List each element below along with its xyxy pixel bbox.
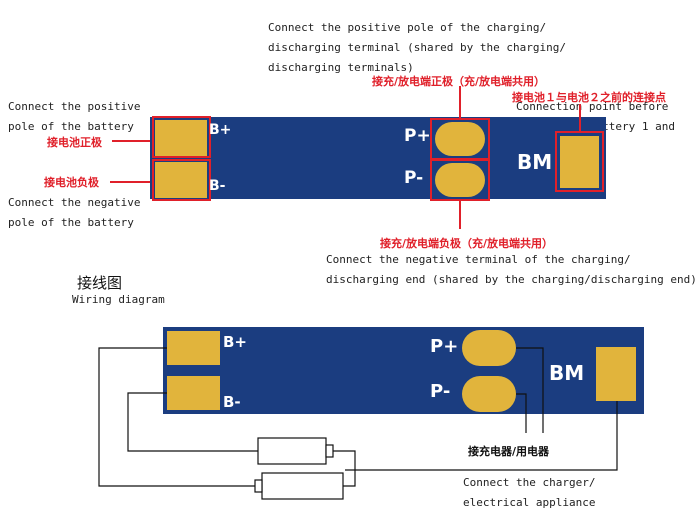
bm-leader-line: [579, 104, 581, 131]
p-minus-note-en: Connect the negative terminal of the cha…: [326, 250, 695, 290]
top-bm-highlight: [555, 131, 604, 192]
top-b-plus-label: B+: [209, 122, 232, 138]
top-bm-pad: [560, 136, 599, 188]
wiring-b-plus-pad: [167, 331, 220, 365]
charger-note-en-line: electrical appliance: [463, 496, 596, 509]
top-b-minus-label: B-: [209, 178, 226, 194]
wire-p-plus: [516, 347, 544, 433]
wire-bm: [345, 401, 618, 471]
wiring-title-en: Wiring diagram: [72, 293, 165, 306]
p-minus-leader-line: [459, 201, 461, 229]
top-p-minus-pad: [435, 163, 485, 197]
wiring-bm-pad: [596, 347, 636, 401]
wiring-p-minus-pad: [462, 376, 516, 412]
top-p-minus-highlight: [430, 159, 490, 201]
charger-note-en: Connect the charger/ electrical applianc…: [463, 473, 595, 513]
charger-note-cn: 接充电器/用电器: [468, 445, 550, 458]
wire-b-minus: [127, 392, 258, 452]
bm-note-en-line: Connection point before: [516, 100, 669, 113]
wiring-p-minus-label: P-: [430, 381, 451, 402]
p-plus-note-en-line: Connect the positive pole of the chargin…: [268, 21, 547, 34]
p-plus-note-en-line: discharging terminal (shared by the char…: [268, 41, 567, 54]
bm-note-cn: 接电池１与电池２之前的连接点: [512, 91, 666, 104]
top-p-plus-pad: [435, 122, 485, 156]
top-pcb-board: [150, 117, 606, 199]
wiring-p-plus-label: P+: [430, 336, 459, 357]
top-b-plus-pad: [155, 120, 207, 156]
wire-mid-series: [326, 450, 356, 487]
b-plus-note-en-line: pole of the battery: [8, 120, 134, 133]
top-p-minus-label: P-: [404, 168, 424, 188]
p-minus-note-cn: 接充/放电端负极（充/放电端共用）: [380, 237, 554, 250]
top-p-plus-label: P+: [404, 126, 431, 146]
b-minus-note-en-line: pole of the battery: [8, 216, 134, 229]
wiring-title-cn: 接线图: [77, 274, 123, 292]
wire-b-plus: [98, 347, 262, 487]
top-b-minus-pad: [155, 162, 207, 198]
top-b-plus-highlight: [152, 116, 211, 158]
b-minus-leader-line: [110, 181, 152, 183]
top-bm-label: BM: [517, 150, 553, 174]
wiring-pcb-board: [163, 327, 644, 414]
p-plus-leader-line: [459, 86, 461, 118]
wire-p-minus: [516, 393, 527, 433]
b-minus-note-en-line: Connect the negative: [8, 196, 141, 209]
battery-cell-1: [257, 437, 327, 465]
battery-cell-2-cap: [254, 479, 263, 493]
p-minus-note-en-line: Connect the negative terminal of the cha…: [326, 253, 631, 266]
wiring-b-minus-label: B-: [223, 393, 241, 411]
p-plus-note-en-line: discharging terminals): [268, 61, 414, 74]
b-plus-leader-line: [112, 140, 152, 142]
battery-cell-1-cap: [325, 444, 334, 458]
wiring-b-plus-label: B+: [223, 333, 248, 351]
p-plus-note-cn: 接充/放电端正极（充/放电端共用）: [372, 75, 546, 88]
battery-cell-2: [261, 472, 344, 500]
b-plus-note-en: Connect the positive pole of the battery: [8, 97, 140, 137]
wiring-b-minus-pad: [167, 376, 220, 410]
charger-note-en-line: Connect the charger/: [463, 476, 596, 489]
top-b-minus-highlight: [152, 159, 211, 201]
b-plus-note-cn: 接电池正极: [47, 136, 102, 149]
wiring-p-plus-pad: [462, 330, 516, 366]
b-plus-note-en-line: Connect the positive: [8, 100, 141, 113]
p-plus-note-en: Connect the positive pole of the chargin…: [268, 18, 566, 78]
p-minus-note-en-line: discharging end (shared by the charging/…: [326, 273, 695, 286]
b-minus-note-en: Connect the negative pole of the battery: [8, 193, 140, 233]
b-minus-note-cn: 接电池负极: [44, 176, 99, 189]
wiring-bm-label: BM: [549, 361, 585, 385]
